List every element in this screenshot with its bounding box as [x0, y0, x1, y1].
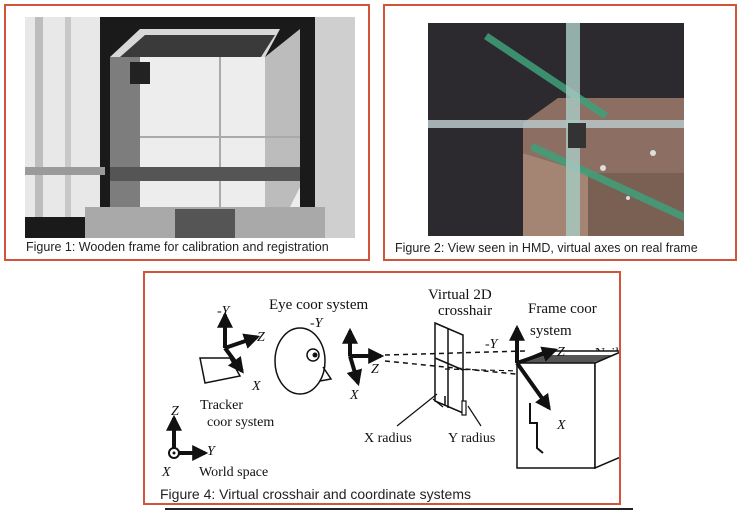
eye-x-label: X: [349, 388, 359, 403]
world-space-coordinate-system: Z Y X World space: [161, 404, 268, 480]
tracker-x-label: X: [251, 379, 261, 394]
coordinate-systems-diagram: -Y Z X Tracker coor system Z Y X World s…: [161, 287, 619, 480]
head-icon: [274, 327, 326, 395]
tracker-z-label: Z: [257, 330, 265, 345]
world-x-label: X: [161, 465, 171, 480]
figure-2-panel: Figure 2: View seen in HMD, virtual axes…: [383, 4, 737, 261]
figure-2-caption: Figure 2: View seen in HMD, virtual axes…: [395, 241, 698, 255]
eye-z-label: Z: [371, 362, 379, 377]
figure-bottom-rule: [165, 508, 633, 510]
eye-neg-y-label: -Y: [310, 316, 325, 331]
figure-1-panel: Figure 1: Wooden frame for calibration a…: [4, 4, 370, 261]
crosshair-label-line1: Virtual 2D: [428, 287, 492, 303]
frame-z-label: Z: [557, 345, 565, 360]
wooden-frame-photo: [25, 17, 355, 238]
frame-label-line2: system: [530, 323, 572, 339]
figure-4-panel: -Y Z X Tracker coor system Z Y X World s…: [143, 271, 621, 505]
tracker-label-line2: coor system: [207, 415, 274, 430]
tracker-label-line1: Tracker: [200, 398, 243, 413]
crosshair-label-line2: crosshair: [438, 303, 492, 319]
hmd-view-photo: [428, 23, 684, 236]
frame-coordinate-system: Frame coor system Nail -Y Z X: [485, 301, 619, 470]
eye-system-label: Eye coor system: [269, 297, 368, 313]
y-radius-label: Y radius: [448, 431, 495, 446]
figure-1-caption: Figure 1: Wooden frame for calibration a…: [26, 240, 329, 254]
tracker-coordinate-system: -Y Z X Tracker coor system: [199, 304, 274, 430]
world-space-label: World space: [199, 465, 268, 480]
eye-coordinate-system: Eye coor system -Y Z X: [269, 297, 385, 403]
frame-label-line1: Frame coor: [528, 301, 597, 317]
world-z-label: Z: [171, 404, 179, 419]
frame-x-label: X: [556, 418, 566, 433]
frame-neg-y-label: -Y: [485, 337, 500, 352]
world-y-label: Y: [207, 444, 217, 459]
tracker-neg-y-label: -Y: [217, 304, 232, 319]
figure-4-caption: Figure 4: Virtual crosshair and coordina…: [160, 486, 471, 502]
x-radius-label: X radius: [364, 431, 412, 446]
virtual-crosshair: Virtual 2D crosshair X radius Y radius: [364, 287, 598, 446]
